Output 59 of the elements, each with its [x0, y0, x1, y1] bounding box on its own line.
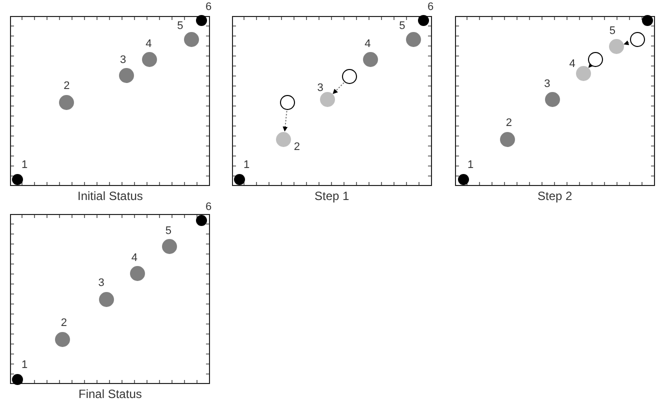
dot-marker [276, 132, 292, 147]
panel-title: Final Status [78, 387, 142, 401]
point-number: 5 [609, 24, 616, 37]
point-number: 5 [165, 224, 172, 237]
point-number: 2 [60, 317, 67, 330]
point-number: 3 [544, 78, 550, 90]
point-number: 3 [120, 54, 126, 66]
point-number: 4 [569, 58, 576, 70]
point-number: 1 [467, 159, 474, 172]
dot-marker [544, 92, 560, 107]
point-number: 2 [64, 80, 70, 92]
dot-marker [196, 215, 207, 226]
dot-marker [184, 32, 199, 48]
dot-marker [55, 332, 70, 347]
dot-marker [500, 132, 516, 147]
dot-marker [142, 52, 158, 68]
point-number: 1 [244, 159, 250, 172]
point-number: 3 [317, 82, 324, 94]
panel-title: Initial Status [78, 189, 143, 203]
arrow [624, 40, 630, 46]
panel-title: Step 2 [538, 189, 572, 203]
hollow-circle [630, 32, 645, 48]
dot-marker [196, 15, 207, 26]
point-number: 2 [294, 141, 300, 154]
point-number: 1 [22, 159, 28, 172]
hollow-circle [588, 52, 604, 68]
dot-marker [12, 374, 24, 385]
arrow [282, 110, 288, 132]
point-number: 4 [364, 38, 371, 50]
point-number: 3 [98, 277, 104, 290]
dot-marker [363, 52, 378, 68]
point-number: 6 [206, 0, 212, 13]
dot-marker [162, 239, 177, 254]
point-number: 6 [206, 200, 212, 213]
point-number: 5 [177, 20, 184, 32]
dot-marker [642, 15, 653, 26]
hollow-circle [342, 69, 358, 84]
dot-marker [458, 174, 469, 185]
dot-marker [234, 174, 246, 185]
dot-marker [608, 39, 624, 54]
dot-marker [418, 15, 429, 26]
point-number: 1 [22, 359, 28, 372]
dot-marker [406, 32, 421, 48]
point-number: 4 [146, 38, 152, 50]
dot-marker [98, 292, 114, 307]
panel-title: Step 1 [314, 189, 350, 203]
dot-marker [12, 174, 24, 185]
dot-marker [576, 66, 591, 82]
point-number: 6 [428, 0, 434, 13]
dot-marker [59, 94, 74, 110]
point-number: 5 [399, 20, 406, 32]
dot-marker [119, 68, 134, 84]
point-number: 4 [131, 252, 138, 264]
point-number: 2 [506, 117, 512, 130]
arrow [588, 62, 594, 68]
dot-marker [320, 92, 335, 107]
dot-marker [130, 266, 145, 282]
arrow [332, 82, 344, 94]
hollow-circle [280, 94, 296, 110]
